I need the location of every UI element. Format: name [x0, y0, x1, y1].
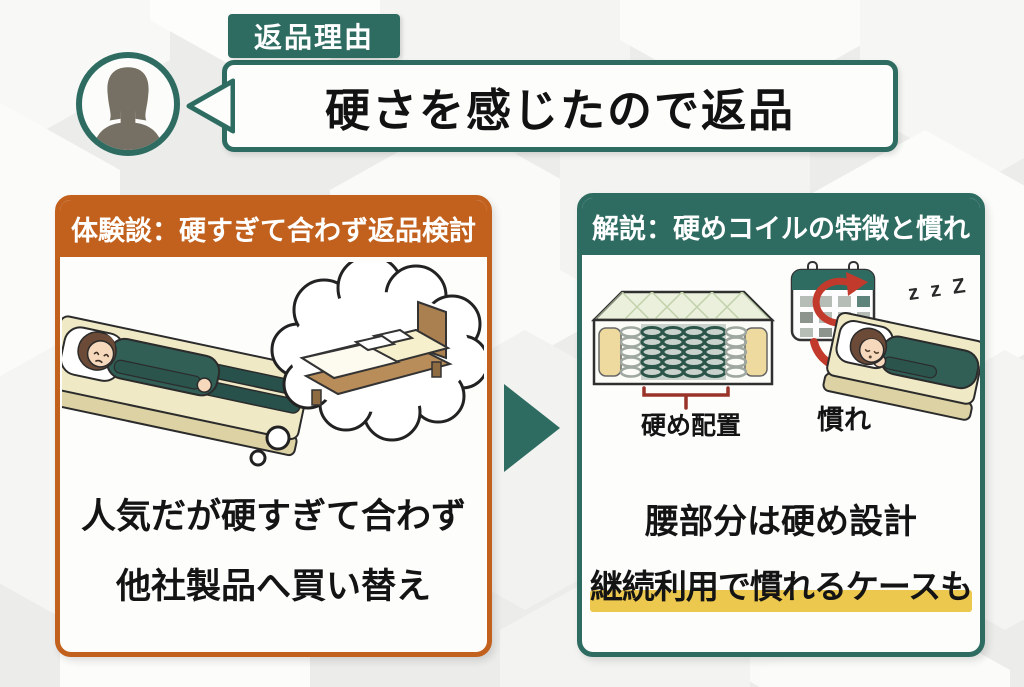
- explanation-line1: 腰部分は硬め設計: [645, 503, 917, 541]
- firm-zone-bracket: [642, 386, 730, 410]
- thought-bubble: [249, 262, 484, 467]
- experience-panel-header: 体験談：硬すぎて合わず返品検討: [60, 200, 487, 257]
- explanation-line2: 継続利用で慣れるケースも: [589, 568, 973, 605]
- experience-line1: 人気だが硬すぎて合わず: [80, 497, 466, 536]
- arrow-right-icon: [504, 384, 560, 472]
- experience-line2: 他社製品へ買い替え: [115, 567, 431, 606]
- experience-panel: 体験談：硬すぎて合わず返品検討: [55, 195, 492, 657]
- yellow-highlight: [590, 590, 972, 612]
- speech-bubble-tail: [186, 78, 235, 134]
- bed-icon: [299, 300, 453, 406]
- avatar: [76, 52, 180, 156]
- habit-caption: 慣れ: [817, 405, 871, 435]
- coil-mattress-illustration: [590, 290, 776, 410]
- explanation-panel: 解説：硬めコイルの特徴と慣れ: [577, 193, 985, 657]
- woman-on-mattress-illustration: [62, 262, 484, 467]
- sleeping-woman-illustration: [822, 311, 980, 421]
- speech-tag: 返品理由: [228, 14, 400, 58]
- explanation-panel-header: 解説：硬めコイルの特徴と慣れ: [582, 198, 980, 255]
- speech-bubble: 硬さを感じたので返品: [222, 60, 898, 152]
- explanation-illustrations: [590, 261, 980, 421]
- person-silhouette-icon: [93, 67, 163, 150]
- speech-bubble-text: 硬さを感じたので返品: [324, 84, 795, 136]
- coil-caption: 硬め配置: [640, 412, 741, 440]
